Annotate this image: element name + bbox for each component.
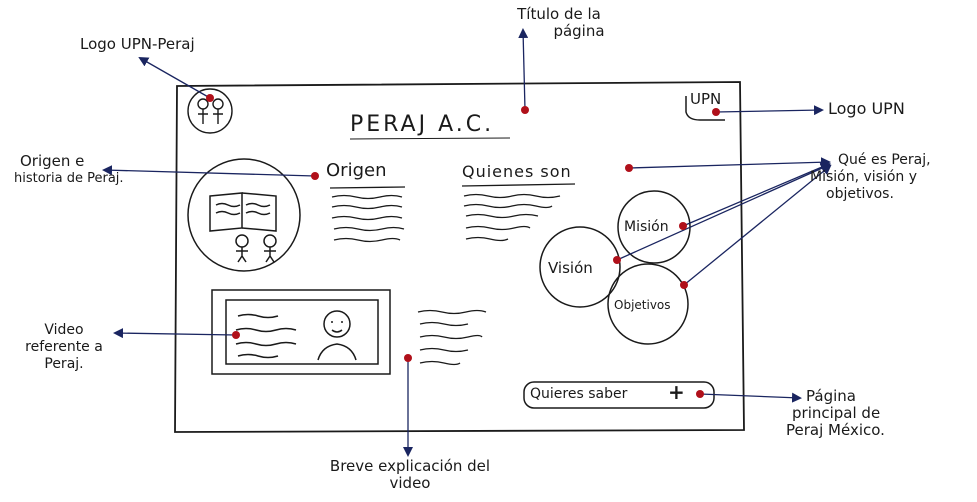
upn-logo-mark	[685, 96, 725, 121]
quienes-text-lines	[461, 183, 576, 242]
annotation-titulo-line1: Título de la	[517, 5, 601, 23]
annotation-video-line3: Peraj.	[44, 356, 84, 372]
annotation-origen-line1: Origen e	[20, 152, 85, 170]
origen-text-lines	[329, 186, 406, 243]
mision-label: Misión	[624, 219, 669, 235]
annotation-arrows	[102, 28, 832, 457]
plus-icon: +	[668, 380, 685, 404]
annotation-pagina: Página principal de Peraj México.	[786, 388, 885, 439]
page-frame	[174, 81, 745, 433]
annotation-titulo-line2: página	[553, 22, 605, 40]
annotation-dots	[206, 94, 720, 398]
annotation-video: Video referente a Peraj.	[14, 322, 114, 373]
objetivos-circle	[607, 263, 689, 345]
page-title: PERAJ A.C.	[350, 112, 495, 137]
annotation-titulo: Título de la página	[484, 6, 634, 40]
annotation-logo-upn-peraj: Logo UPN-Peraj	[80, 35, 195, 53]
annotation-que-es: Qué es Peraj, Misión, visión y objetivos…	[810, 152, 931, 203]
vision-circle	[539, 226, 621, 308]
video-explanation-lines	[417, 309, 487, 366]
video-frame	[211, 289, 391, 375]
upn-logo-text: UPN	[690, 90, 722, 108]
annotation-origen: Origen e historia de Peraj.	[14, 153, 124, 187]
section-quienes-heading: Quienes son	[462, 162, 572, 181]
annotation-que-es-line2: Misión, visión y	[810, 169, 918, 185]
annotation-video-line2: referente a	[25, 339, 103, 355]
annotation-pagina-line2: principal de	[792, 404, 881, 422]
annotation-origen-line2: historia de Peraj.	[14, 171, 124, 186]
title-underline	[349, 137, 511, 140]
annotation-video-line1: Video	[44, 322, 84, 338]
annotation-breve-line2: video	[389, 474, 431, 492]
annotation-pagina-line3: Peraj México.	[786, 421, 885, 439]
annotation-que-es-line1: Qué es Peraj,	[838, 152, 931, 168]
vision-label: Visión	[548, 259, 593, 277]
annotation-pagina-line1: Página	[806, 387, 856, 405]
annotation-breve: Breve explicación del video	[300, 458, 520, 492]
annotation-que-es-line3: objetivos.	[826, 186, 894, 202]
quieres-saber-button[interactable]: Quieres saber	[530, 386, 628, 402]
origen-illustration	[187, 158, 301, 272]
section-origen-heading: Origen	[326, 160, 387, 181]
logo-upn-peraj-icon	[187, 88, 233, 134]
annotation-breve-line1: Breve explicación del	[329, 457, 491, 475]
objetivos-label: Objetivos	[614, 298, 671, 312]
annotation-logo-upn: Logo UPN	[828, 99, 905, 118]
